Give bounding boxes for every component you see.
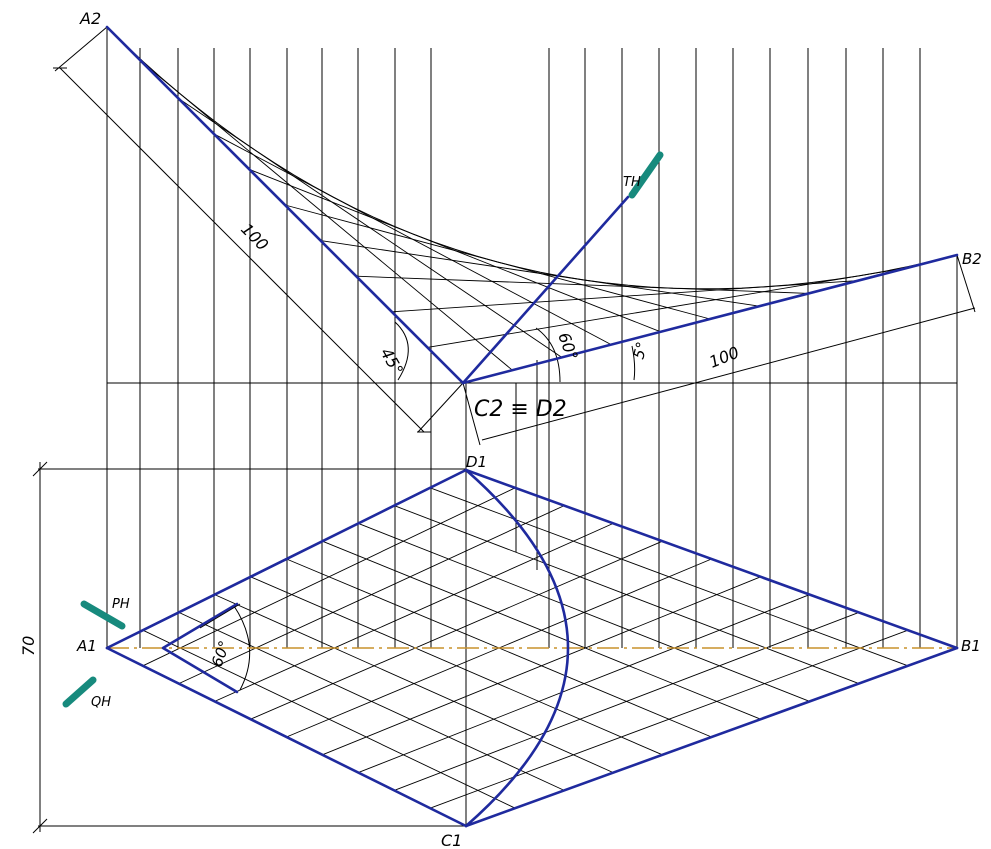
trace-t-line (461, 195, 630, 385)
outline-edge (105, 646, 468, 828)
outline-edge (461, 253, 959, 385)
ruling-line (356, 275, 809, 294)
dimension-line (59, 67, 425, 433)
plan-grid-line (429, 487, 909, 667)
surface-outline (105, 25, 959, 828)
plan-grid-line (322, 540, 761, 720)
plan-grid-line (322, 576, 761, 756)
outline-edge (464, 468, 959, 650)
inner-rhomb-line (199, 603, 241, 629)
construction-lines (32, 26, 976, 834)
plan-grid-line (394, 611, 859, 791)
inner-rhomb-edge (161, 602, 239, 694)
label-trace-q: QH (91, 695, 111, 710)
plan-grid-line (358, 522, 810, 702)
plan-grid-line (394, 505, 859, 685)
extension-line (54, 26, 108, 72)
angle-arc (631, 345, 636, 381)
dim-length-left: 100 (237, 219, 272, 254)
trace-q-mark (62, 676, 97, 708)
section-curve (464, 468, 570, 828)
outline-edge (105, 468, 468, 650)
dimension-tick (32, 461, 48, 477)
dim-angle-plan: 60° (208, 638, 234, 669)
label-trace-p: PH (112, 597, 130, 612)
ruling-line (320, 240, 760, 307)
label-trace-t: TH (623, 175, 641, 190)
label-b1: B1 (961, 637, 981, 655)
outline-edge (464, 646, 959, 828)
label-c2-d2: C2 ≡ D2 (474, 397, 567, 422)
angle-arc (535, 327, 561, 383)
trace-p-mark (80, 600, 126, 630)
extension-line (417, 382, 464, 433)
extension-line (956, 254, 976, 313)
dimension-line (481, 307, 976, 441)
label-b2: B2 (962, 250, 982, 268)
label-d1: D1 (466, 453, 487, 471)
extension-line (462, 382, 481, 446)
outline-edge (105, 25, 465, 385)
trace-t-mark (628, 151, 664, 199)
dim-angle-left: 45° (377, 345, 408, 379)
plan-grid-line (429, 629, 909, 809)
label-c1: C1 (441, 831, 462, 849)
label-a2: A2 (79, 9, 101, 28)
envelope-curve (106, 26, 958, 290)
label-a1: A1 (76, 637, 97, 655)
dim-height: 70 (19, 636, 38, 656)
angle-arc (394, 321, 409, 381)
plan-grid-line (358, 594, 810, 774)
dimension-tick (32, 818, 48, 834)
dim-angle-right: 5° (629, 340, 651, 361)
dim-length-right: 100 (706, 343, 741, 372)
